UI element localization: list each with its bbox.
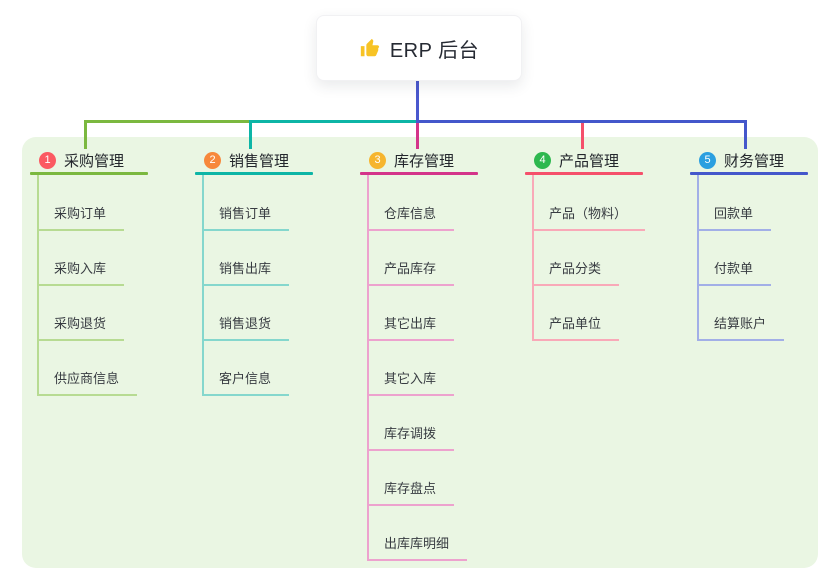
branch: 4 产品管理 产品（物料） 产品分类产品单位 (525, 0, 690, 588)
child-topic[interactable]: 回款单 (697, 205, 772, 231)
branch-child-trunk (367, 175, 369, 561)
child-topic[interactable]: 采购入库 (37, 260, 125, 286)
child-topic[interactable]: 销售退货 (202, 315, 290, 341)
priority-badge: 2 (204, 152, 221, 169)
branch-underline (690, 172, 808, 175)
branch: 5 财务管理 回款单付款单结算账户 (690, 0, 839, 588)
thumbs-up-icon (359, 37, 381, 59)
branch-topic[interactable]: 1 采购管理 (39, 150, 124, 171)
child-topic[interactable]: 其它入库 (367, 370, 455, 396)
branch-child-trunk (532, 175, 534, 341)
child-topic[interactable]: 产品库存 (367, 260, 455, 286)
branch: 2 销售管理 销售订单销售出库销售退货客户信息 (195, 0, 360, 588)
branch: 1 采购管理 采购订单采购入库采购退货供应商信息 (30, 0, 195, 588)
branch-title: 采购管理 (64, 153, 125, 170)
branch-title: 财务管理 (724, 153, 785, 170)
child-topic[interactable]: 产品（物料） (532, 205, 646, 231)
branch-title: 库存管理 (394, 153, 455, 170)
child-topic[interactable]: 供应商信息 (37, 370, 138, 396)
priority-badge: 3 (369, 152, 386, 169)
branch: 3 库存管理 仓库信息产品库存其它出库其它入库库存调拨库存盘点出库库明细 (360, 0, 525, 588)
branch-topic[interactable]: 4 产品管理 (534, 150, 619, 171)
priority-badge: 1 (39, 152, 56, 169)
child-topic[interactable]: 库存调拨 (367, 425, 455, 451)
child-topic[interactable]: 产品单位 (532, 315, 620, 341)
child-topic[interactable]: 出库库明细 (367, 535, 468, 561)
child-topic[interactable]: 库存盘点 (367, 480, 455, 506)
priority-badge: 4 (534, 152, 551, 169)
child-topic[interactable]: 产品分类 (532, 260, 620, 286)
branch-topic[interactable]: 3 库存管理 (369, 150, 454, 171)
branch-underline (360, 172, 478, 175)
branch-topic[interactable]: 5 财务管理 (699, 150, 784, 171)
child-topic[interactable]: 销售订单 (202, 205, 290, 231)
child-topic[interactable]: 结算账户 (697, 315, 785, 341)
child-topic[interactable]: 其它出库 (367, 315, 455, 341)
child-topic[interactable]: 采购退货 (37, 315, 125, 341)
branch-underline (525, 172, 643, 175)
child-topic[interactable]: 付款单 (697, 260, 772, 286)
priority-badge: 5 (699, 152, 716, 169)
child-topic[interactable]: 仓库信息 (367, 205, 455, 231)
branches-panel (22, 137, 818, 568)
child-topic[interactable]: 销售出库 (202, 260, 290, 286)
branch-title: 产品管理 (559, 153, 620, 170)
branch-underline (195, 172, 313, 175)
branch-topic[interactable]: 2 销售管理 (204, 150, 289, 171)
branch-child-trunk (697, 175, 699, 341)
root-node[interactable]: ERP 后台 (316, 15, 522, 81)
branch-underline (30, 172, 148, 175)
root-node-label: ERP 后台 (389, 39, 480, 62)
child-topic[interactable]: 客户信息 (202, 370, 290, 396)
branch-title: 销售管理 (229, 153, 290, 170)
child-topic[interactable]: 采购订单 (37, 205, 125, 231)
